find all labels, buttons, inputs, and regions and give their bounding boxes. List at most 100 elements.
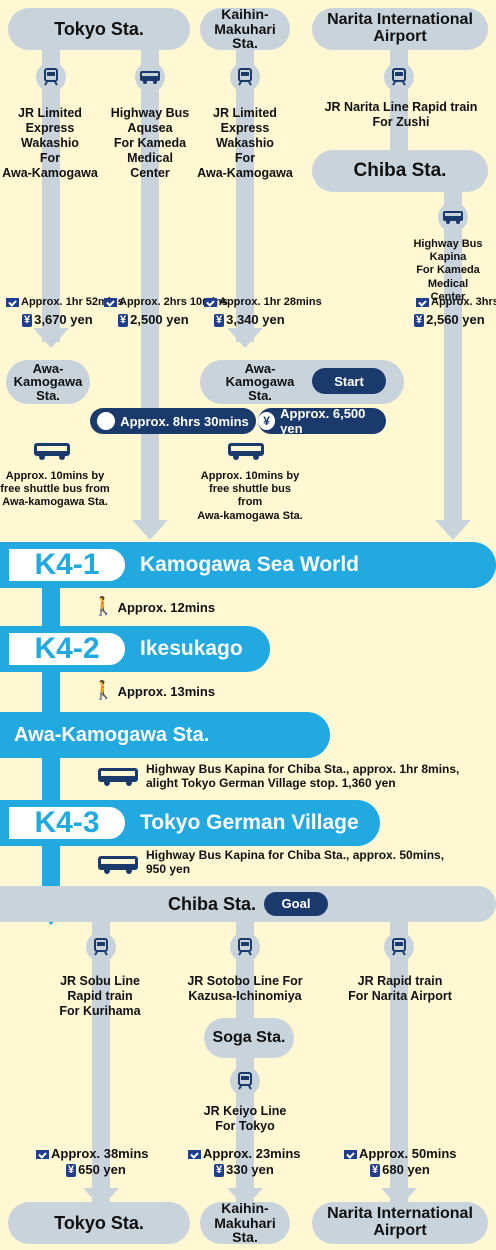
fare-tag: ¥680 yen xyxy=(370,1162,430,1178)
route-text: JR Keiyo Line For Tokyo xyxy=(203,1104,287,1133)
time-tag: Approx. 38mins xyxy=(36,1146,149,1161)
bus-icon xyxy=(96,850,140,880)
time-tag: Approx. 1hr 28mins xyxy=(204,296,322,308)
lane-narita xyxy=(390,40,408,150)
clock-icon xyxy=(104,297,117,307)
station-narita-bottom: Narita International Airport xyxy=(312,1202,488,1244)
time-tag: Approx. 3hrs xyxy=(416,296,496,308)
yen-icon: ¥ xyxy=(118,314,129,328)
yen-icon: ¥ xyxy=(22,314,33,328)
clock-icon xyxy=(36,1150,49,1160)
station-label: Tokyo Sta. xyxy=(54,18,144,39)
station-label: Tokyo Sta. xyxy=(54,1212,144,1233)
bus-route-text: Highway Bus Kapina for Chiba Sta., appro… xyxy=(146,848,445,877)
lane-sotobo xyxy=(236,920,254,1202)
clock-icon xyxy=(97,412,116,430)
spot-code-k4-3: K4-3 xyxy=(6,804,128,842)
yen-icon: ¥ xyxy=(414,314,425,328)
station-label: Narita International Airport xyxy=(327,11,473,45)
arrow-down xyxy=(132,520,168,540)
total-fare-badge: ¥ Approx. 6,500 yen xyxy=(258,406,386,436)
bus-icon xyxy=(32,436,72,466)
station-awa-kamogawa-left: Awa-Kamogawa Sta. xyxy=(6,360,90,404)
station-label: Awa-Kamogawa Sta. xyxy=(13,360,83,403)
train-icon xyxy=(384,62,414,92)
clock-icon xyxy=(6,297,19,307)
station-tokyo-top: Tokyo Sta. xyxy=(8,8,190,50)
clock-icon xyxy=(188,1150,201,1160)
yen-icon: ¥ xyxy=(66,1164,77,1178)
station-chiba-bottom: Chiba Sta. Goal xyxy=(0,886,496,922)
bus-icon xyxy=(135,62,165,92)
walk-row: 🚶 Approx. 13mins xyxy=(92,680,216,700)
yen-icon: ¥ xyxy=(214,1164,225,1178)
lane-chiba-kapina xyxy=(444,190,462,530)
fare-tag: ¥2,500 yen xyxy=(118,312,189,328)
walk-icon: 🚶 xyxy=(92,596,115,616)
spot-name: Kamogawa Sea World xyxy=(140,553,360,576)
walk-row: 🚶 Approx. 12mins xyxy=(92,596,216,616)
goal-badge: Goal xyxy=(264,892,328,916)
yen-icon: ¥ xyxy=(258,412,276,430)
time-tag: Approx. 2hrs 10mins xyxy=(104,296,228,308)
station-narita-top: Narita International Airport xyxy=(312,8,488,50)
fare-tag: ¥3,340 yen xyxy=(214,312,285,328)
station-soga: Soga Sta. xyxy=(204,1018,294,1058)
yen-icon: ¥ xyxy=(370,1164,381,1178)
spot-name: Tokyo German Village xyxy=(140,811,359,834)
station-tokyo-bottom: Tokyo Sta. xyxy=(8,1202,190,1244)
station-label: Narita International Airport xyxy=(327,1205,473,1239)
route-text: JR Narita Line Rapid train For Zushi xyxy=(324,100,478,129)
lane-kameda-bus xyxy=(141,40,159,530)
walk-icon: 🚶 xyxy=(92,680,115,700)
shuttle-text: Approx. 10mins by free shuttle bus from … xyxy=(0,470,110,509)
station-chiba-top: Chiba Sta. xyxy=(312,150,488,192)
train-icon xyxy=(36,62,66,92)
shuttle-text: Approx. 10mins by free shuttle bus from … xyxy=(197,470,303,522)
time-tag: Approx. 23mins xyxy=(188,1146,301,1161)
lane-rapid-narita xyxy=(390,920,408,1202)
clock-icon xyxy=(344,1150,357,1160)
route-text: JR Rapid train For Narita Airport xyxy=(348,974,452,1003)
bus-icon xyxy=(438,202,468,232)
route-text: JR Limited Express Wakashio For Awa-Kamo… xyxy=(2,106,98,180)
time-tag: Approx. 1hr 52mins xyxy=(6,296,124,308)
time-tag: Approx. 50mins xyxy=(344,1146,457,1161)
lane-sobu xyxy=(92,920,110,1202)
spot-name: Ikesukago xyxy=(140,637,243,660)
station-band-awa-kamogawa: Awa-Kamogawa Sta. xyxy=(0,712,330,758)
station-label: Chiba Sta. xyxy=(167,893,256,914)
clock-icon xyxy=(204,297,217,307)
station-label: Awa-Kamogawa Sta. xyxy=(225,360,295,403)
yen-icon: ¥ xyxy=(214,314,225,328)
station-label: Soga Sta. xyxy=(212,1028,286,1046)
station-label: Chiba Sta. xyxy=(353,160,447,182)
station-label: Kaihin- Makuhari Sta. xyxy=(214,1199,276,1246)
station-label: Kaihin- Makuhari Sta. xyxy=(214,5,276,52)
train-icon xyxy=(230,932,260,962)
station-kaihin-bottom: Kaihin- Makuhari Sta. xyxy=(200,1199,290,1246)
train-icon xyxy=(86,932,116,962)
total-time-badge: Approx. 8hrs 30mins xyxy=(90,408,256,434)
fare-tag: ¥650 yen xyxy=(66,1162,126,1178)
train-icon xyxy=(384,932,414,962)
arrow-down xyxy=(33,328,69,348)
train-icon xyxy=(230,62,260,92)
arrow-down xyxy=(227,328,263,348)
station-kaihin-top: Kaihin- Makuhari Sta. xyxy=(200,5,290,52)
fare-tag: ¥2,560 yen xyxy=(414,312,485,328)
lane-kaihin xyxy=(236,40,254,342)
spot-code-k4-1: K4-1 xyxy=(6,546,128,584)
fare-tag: ¥3,670 yen xyxy=(22,312,93,328)
train-icon xyxy=(230,1066,260,1096)
start-badge: Start xyxy=(312,368,386,394)
arrow-down xyxy=(435,520,471,540)
bus-icon xyxy=(96,762,140,792)
route-text: Highway Bus Kapina For Kameda Medical Ce… xyxy=(413,238,483,303)
spot-code-k4-2: K4-2 xyxy=(6,630,128,668)
route-text: JR Sobu Line Rapid train For Kurihama xyxy=(59,974,141,1018)
bus-icon xyxy=(226,436,266,466)
clock-icon xyxy=(416,297,429,307)
bus-route-text: Highway Bus Kapina for Chiba Sta., appro… xyxy=(146,762,460,791)
route-text: JR Sotobo Line For Kazusa-Ichinomiya xyxy=(187,974,303,1003)
